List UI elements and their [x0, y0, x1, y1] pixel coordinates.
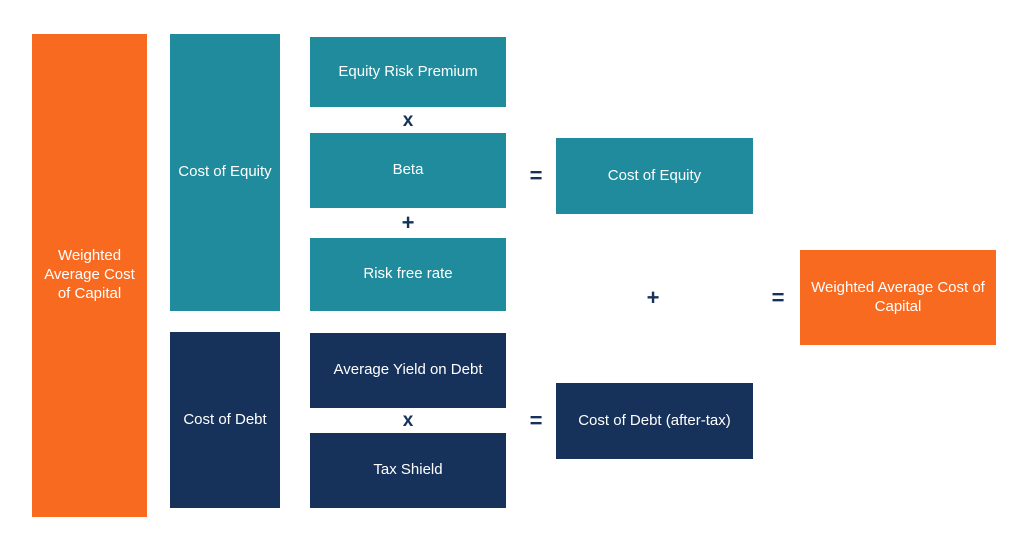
plus-operator-equity-1: +	[401, 210, 415, 235]
wacc-spine-block: Weighted Average Cost of Capital	[32, 34, 147, 517]
equity-risk-premium-block: Equity Risk Premium	[310, 37, 506, 107]
beta-block: Beta	[310, 133, 506, 208]
cost-of-equity-group-block: Cost of Equity	[170, 34, 280, 311]
cost-of-debt-group-block: Cost of Debt	[170, 332, 280, 508]
equals-operator-equity: =	[529, 163, 543, 188]
equals-operator-debt: =	[529, 408, 543, 433]
wacc-result-block: Weighted Average Cost of Capital	[800, 250, 996, 345]
plus-operator-final: +	[646, 285, 660, 310]
average-yield-on-debt-block: Average Yield on Debt	[310, 333, 506, 408]
multiply-operator-debt-1: x	[402, 410, 414, 431]
multiply-operator-equity-1: x	[402, 109, 414, 131]
cost-of-debt-result-block: Cost of Debt (after-tax)	[556, 383, 753, 459]
risk-free-rate-block: Risk free rate	[310, 238, 506, 311]
equals-operator-final: =	[771, 285, 785, 310]
tax-shield-block: Tax Shield	[310, 433, 506, 508]
cost-of-equity-result-block: Cost of Equity	[556, 138, 753, 214]
